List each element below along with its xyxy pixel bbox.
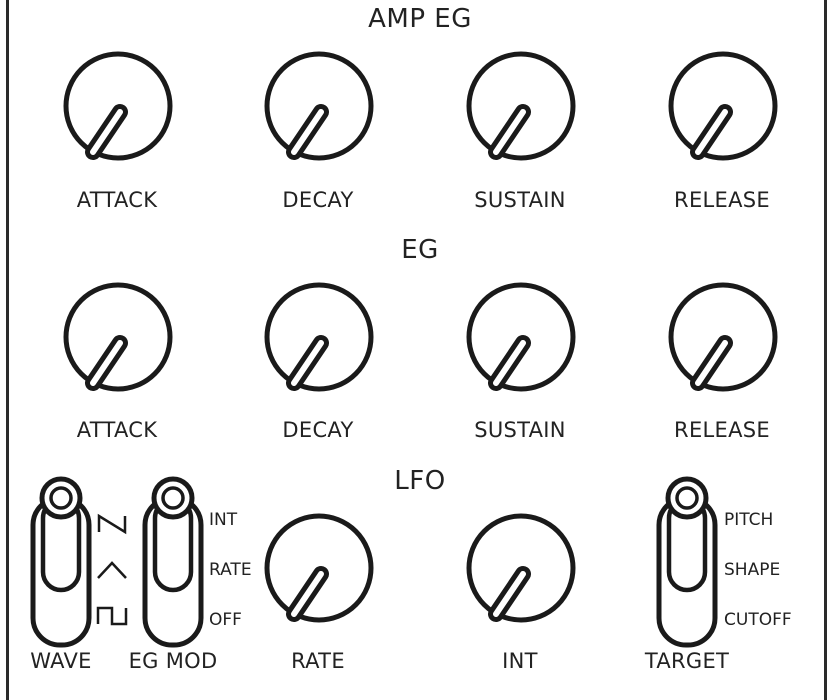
egmod-int-option: INT [209, 510, 238, 530]
lfo-egmod-label: EG MOD [128, 649, 218, 673]
lfo-int-knob[interactable] [465, 512, 577, 624]
eg-title: EG [401, 235, 439, 265]
target-pitch-option: PITCH [724, 510, 774, 530]
egmod-off-option: OFF [209, 610, 242, 630]
lfo-rate-knob[interactable] [263, 512, 375, 624]
amp-eg-release-knob[interactable] [667, 50, 779, 162]
target-cutoff-option: CUTOFF [724, 610, 792, 630]
amp-eg-attack-label: ATTACK [76, 188, 158, 212]
lfo-wave-switch[interactable] [30, 476, 92, 648]
lfo-rate-label: RATE [291, 649, 345, 673]
lfo-int-label: INT [502, 649, 538, 673]
lfo-wave-label: WAVE [30, 649, 92, 673]
amp-eg-decay-label: DECAY [282, 188, 354, 212]
saw-wave-icon [95, 512, 131, 536]
left-panel-edge [6, 0, 9, 700]
eg-sustain-knob[interactable] [465, 281, 577, 393]
eg-release-knob[interactable] [667, 281, 779, 393]
amp-eg-sustain-label: SUSTAIN [474, 188, 566, 212]
eg-attack-knob[interactable] [62, 281, 174, 393]
lfo-target-switch[interactable] [656, 476, 718, 648]
right-panel-edge [824, 0, 827, 700]
amp-eg-sustain-knob[interactable] [465, 50, 577, 162]
lfo-target-label: TARGET [644, 649, 730, 673]
triangle-wave-icon [95, 558, 131, 582]
target-shape-option: SHAPE [724, 560, 781, 580]
eg-attack-label: ATTACK [76, 418, 158, 442]
amp-eg-release-label: RELEASE [674, 188, 770, 212]
eg-decay-knob[interactable] [263, 281, 375, 393]
eg-release-label: RELEASE [674, 418, 770, 442]
square-wave-icon [95, 604, 131, 628]
egmod-rate-option: RATE [209, 560, 252, 580]
eg-decay-label: DECAY [282, 418, 354, 442]
lfo-title: LFO [394, 466, 446, 496]
lfo-egmod-switch[interactable] [142, 476, 204, 648]
amp-eg-decay-knob[interactable] [263, 50, 375, 162]
amp-eg-title: AMP EG [368, 4, 472, 34]
eg-sustain-label: SUSTAIN [474, 418, 566, 442]
amp-eg-attack-knob[interactable] [62, 50, 174, 162]
